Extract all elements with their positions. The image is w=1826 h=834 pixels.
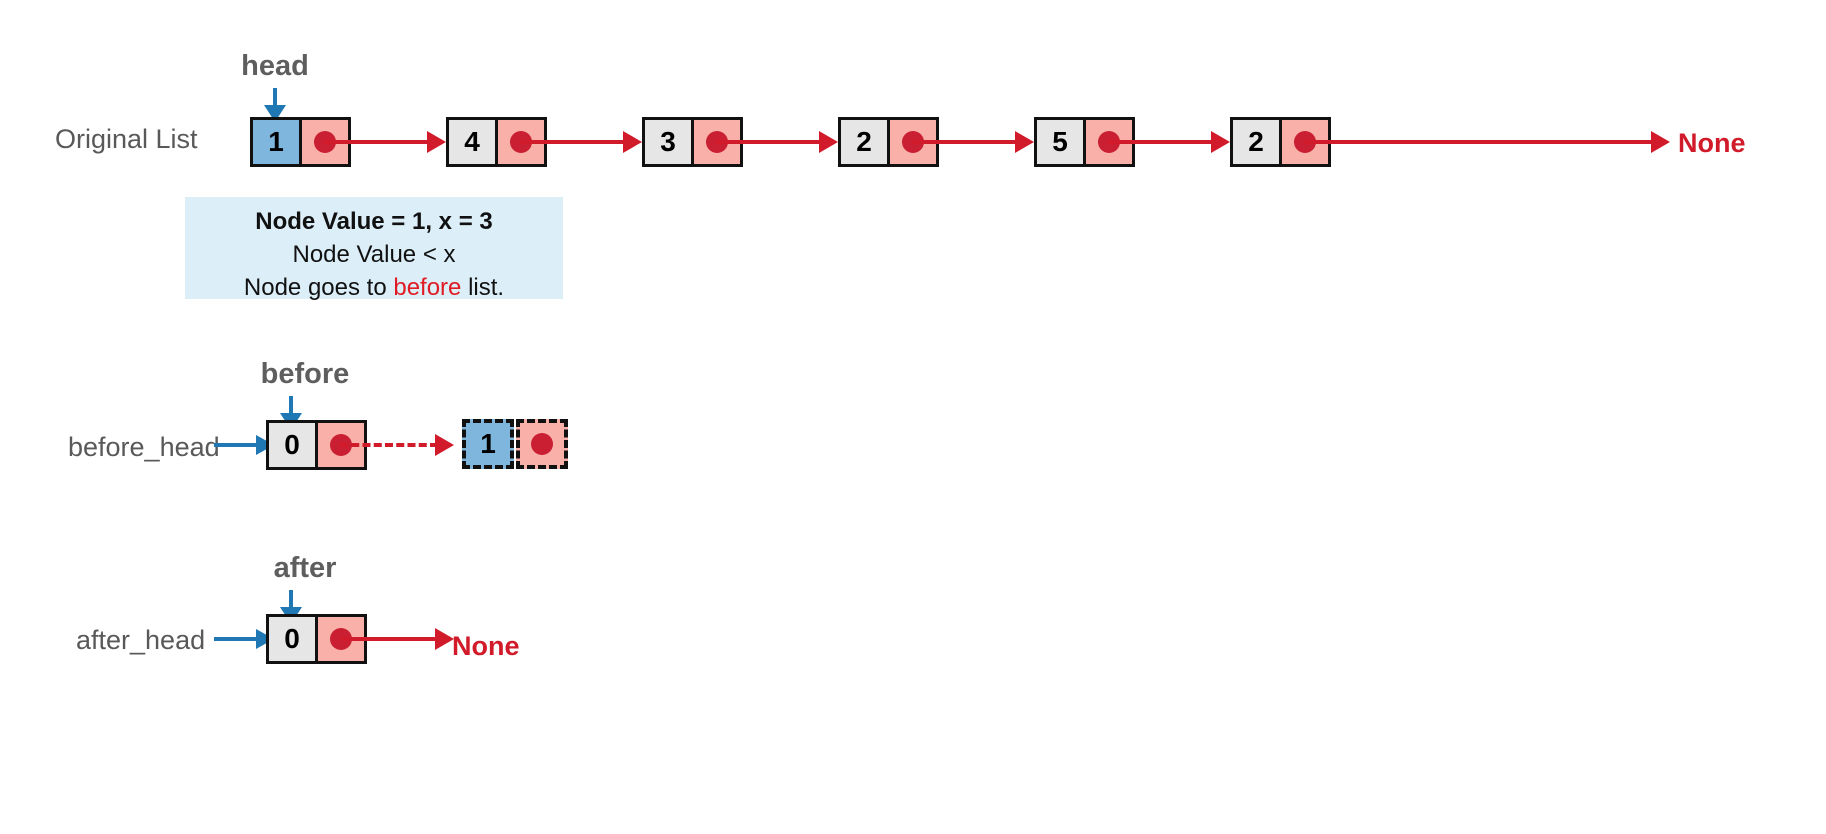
node-value-cell: 0 [266,614,318,664]
node-value-cell: 3 [642,117,694,167]
node-value-cell: 4 [446,117,498,167]
info-line-3-prefix: Node goes to [243,274,394,301]
info-box: Node Value = 1, x = 3 Node Value < x Nod… [185,197,563,301]
link-arrow-2 [716,140,822,144]
before-head-row-label: before_head [68,432,220,462]
node-before-0: 0 [266,420,367,470]
link-arrow-4 [1108,140,1214,144]
original-list-row-label: Original List [55,124,198,154]
before-pointer-line [289,396,293,418]
node-value-cell: 1 [462,419,514,469]
link-arrow-3 [912,140,1018,144]
after-head-row-label: after_head [76,625,206,655]
link-arrow-1 [520,140,626,144]
info-line-1: Node Value = 1, x = 3 [255,208,493,235]
after-link-arrowhead [435,628,454,650]
link-arrowhead-1 [623,131,642,153]
before-link-dashed-arrow [340,443,438,447]
node-value-cell: 0 [266,420,318,470]
link-arrowhead-4 [1211,131,1230,153]
info-line-2: Node Value < x [292,241,456,268]
before-link-arrowhead [435,434,454,456]
node-next-cell [516,419,568,469]
after-pointer-label: after [273,552,337,584]
original-list-none-label: None [1678,128,1746,158]
node-value-cell: 1 [250,117,302,167]
link-arrowhead-tail [1651,131,1670,153]
node-before-1-ghost: 1 [462,419,568,469]
link-arrowhead-0 [427,131,446,153]
link-arrowhead-2 [819,131,838,153]
info-line-3: Node goes to before list. [185,271,563,304]
node-value-cell: 2 [1230,117,1282,167]
head-pointer-line [273,88,277,110]
head-pointer-label: head [241,50,309,82]
link-arrow-0 [324,140,430,144]
link-arrowhead-3 [1015,131,1034,153]
before-head-arrow-line [214,443,262,447]
node-original-3: 2 [838,117,939,167]
node-value-cell: 5 [1034,117,1086,167]
info-line-3-suffix: list. [461,274,505,301]
node-value-cell: 2 [838,117,890,167]
after-head-arrow-line [214,637,262,641]
before-pointer-label: before [260,358,350,390]
link-arrow-tail [1304,140,1654,144]
after-pointer-line [289,590,293,612]
next-pointer-dot [531,433,553,455]
info-line-3-accent: before [393,274,462,301]
after-link-arrow [340,637,438,641]
after-list-none-label: None [452,631,520,661]
